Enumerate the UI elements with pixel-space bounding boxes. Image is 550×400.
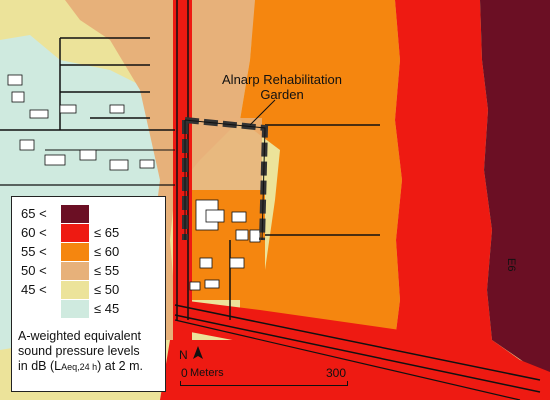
legend-high: ≤ 60 <box>94 244 120 259</box>
legend-caption: A-weighted equivalent sound pressure lev… <box>18 329 164 375</box>
garden-label-line1: Alnarp Rehabilitation <box>222 72 342 87</box>
road-label: E6 <box>505 258 517 272</box>
legend-caption-prefix: in dB ( <box>18 359 55 373</box>
legend-caption-subscript: Aeq,24 h <box>61 362 98 372</box>
legend-high: ≤ 65 <box>94 225 120 240</box>
legend-swatch <box>61 224 89 242</box>
legend-high: ≤ 55 <box>94 263 120 278</box>
legend-low: 60 < <box>21 225 47 240</box>
zone-above-65 <box>480 0 550 380</box>
legend-swatch <box>61 262 89 280</box>
garden-label: Alnarp Rehabilitation Garden <box>202 72 362 102</box>
legend-low: 50 < <box>21 263 47 278</box>
scale-unit: Meters <box>190 367 224 379</box>
scale-max: 300 <box>326 366 347 380</box>
legend-caption-symbol: L <box>54 359 62 373</box>
legend-caption-suffix: ) at 2 m. <box>97 359 143 373</box>
legend-low: 65 < <box>21 206 47 221</box>
legend-swatch <box>61 300 89 318</box>
scale-zero: 0 <box>181 366 188 380</box>
legend-swatch <box>61 205 89 223</box>
legend-high: ≤ 45 <box>94 301 120 316</box>
scale-bar <box>180 381 348 386</box>
north-label: N <box>179 348 188 362</box>
legend-high: ≤ 50 <box>94 282 120 297</box>
legend-caption-line3: in dB (LAeq,24 h) at 2 m. <box>18 359 164 375</box>
legend-low: 55 < <box>21 244 47 259</box>
garden-boundary-inner <box>184 119 266 241</box>
buildings <box>7 74 261 291</box>
legend-swatch <box>61 243 89 261</box>
legend-swatch <box>61 281 89 299</box>
north-arrow-icon <box>193 346 203 359</box>
zone-55-60 <box>240 0 402 340</box>
garden-leader-line <box>249 99 276 126</box>
zone-60-65 <box>160 0 550 400</box>
zone-50-55 <box>65 0 255 340</box>
legend-low: 45 < <box>21 282 47 297</box>
garden-label-line2: Garden <box>260 87 304 102</box>
zone-50-55-patch <box>200 0 260 60</box>
legend-caption-line2: sound pressure levels <box>18 344 140 358</box>
legend-caption-line1: A-weighted equivalent <box>18 329 141 343</box>
legend: 65 < 60 < ≤ 65 55 < ≤ 60 50 < ≤ 55 45 < … <box>11 196 166 392</box>
